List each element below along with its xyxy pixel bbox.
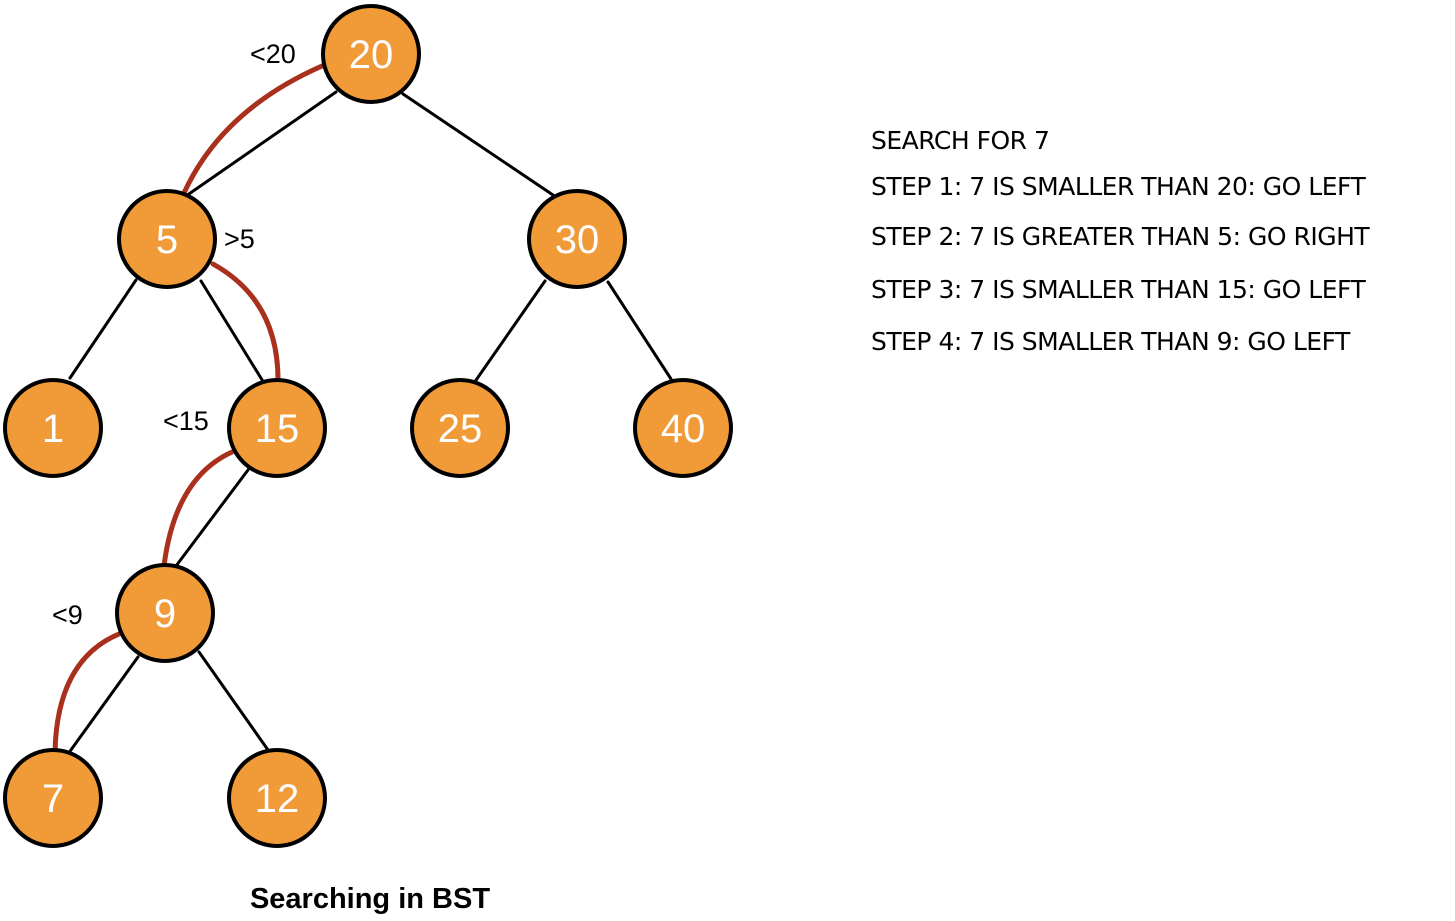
node-label-9: 9 [154,592,176,636]
node-circle-1 [3,378,103,478]
edge-n9-n7 [66,655,140,756]
search-path [52,63,325,755]
tree-node-5: 5 [117,189,217,289]
search-path-arc-n20-n5 [181,63,325,196]
step-item-1: STEP 1: 7 IS SMALLER THAN 20: GO LEFT [871,172,1366,201]
step-item-4: STEP 4: 7 IS SMALLER THAN 9: GO LEFT [871,327,1350,356]
tree-node-25: 25 [410,378,510,478]
tree-node-30: 30 [527,189,627,289]
path-labels: <20 >5 <15 <9 [52,39,296,630]
node-circle-20 [321,4,421,104]
diagram-caption: Searching in BST [250,883,490,915]
step-item-3: STEP 3: 7 IS SMALLER THAN 15: GO LEFT [871,275,1366,304]
node-circle-15 [227,378,327,478]
node-label-1: 1 [42,407,64,451]
tree-node-1: 1 [3,378,103,478]
node-label-25: 25 [438,407,483,451]
node-circle-9 [115,563,215,663]
search-path-arc-n15-n9 [161,449,235,569]
node-label-30: 30 [555,218,600,262]
tree-node-9: 9 [115,563,215,663]
tree-node-20: 20 [321,4,421,104]
node-circle-40 [633,378,733,478]
tree-node-7: 7 [3,748,103,848]
node-circle-7 [3,748,103,848]
node-circle-30 [527,189,627,289]
node-label-20: 20 [349,33,394,77]
node-label-7: 7 [42,777,64,821]
edge-n5-n15 [199,279,266,385]
node-label-12: 12 [255,777,300,821]
path-label-n5-n15: >5 [224,224,255,254]
node-circle-25 [410,378,510,478]
tree-node-12: 12 [227,748,327,848]
node-circle-5 [117,189,217,289]
step-item-2: STEP 2: 7 IS GREATER THAN 5: GO RIGHT [871,222,1370,251]
edge-n15-n9 [174,468,250,568]
edge-n9-n12 [197,650,270,752]
tree-node-15: 15 [227,378,327,478]
tree-edges [66,90,673,756]
search-path-arc-n5-n15 [210,261,281,383]
node-label-5: 5 [156,218,178,262]
node-circle-12 [227,748,327,848]
edge-n30-n40 [606,280,673,381]
search-heading: SEARCH FOR 7 [871,126,1050,155]
edge-n20-n30 [401,92,555,197]
node-label-40: 40 [661,407,706,451]
edge-n30-n25 [472,279,547,385]
node-label-15: 15 [255,407,300,451]
search-path-arc-n9-n7 [52,631,122,755]
edge-n5-n1 [68,278,138,380]
tree-node-40: 40 [633,378,733,478]
path-label-n9-n7: <9 [52,600,83,630]
edge-n20-n5 [184,90,338,198]
path-label-n20-n5: <20 [250,39,296,69]
tree-nodes: 20 5 30 1 15 25 40 9 7 12 [3,4,733,848]
path-label-n15-n9: <15 [163,406,209,436]
